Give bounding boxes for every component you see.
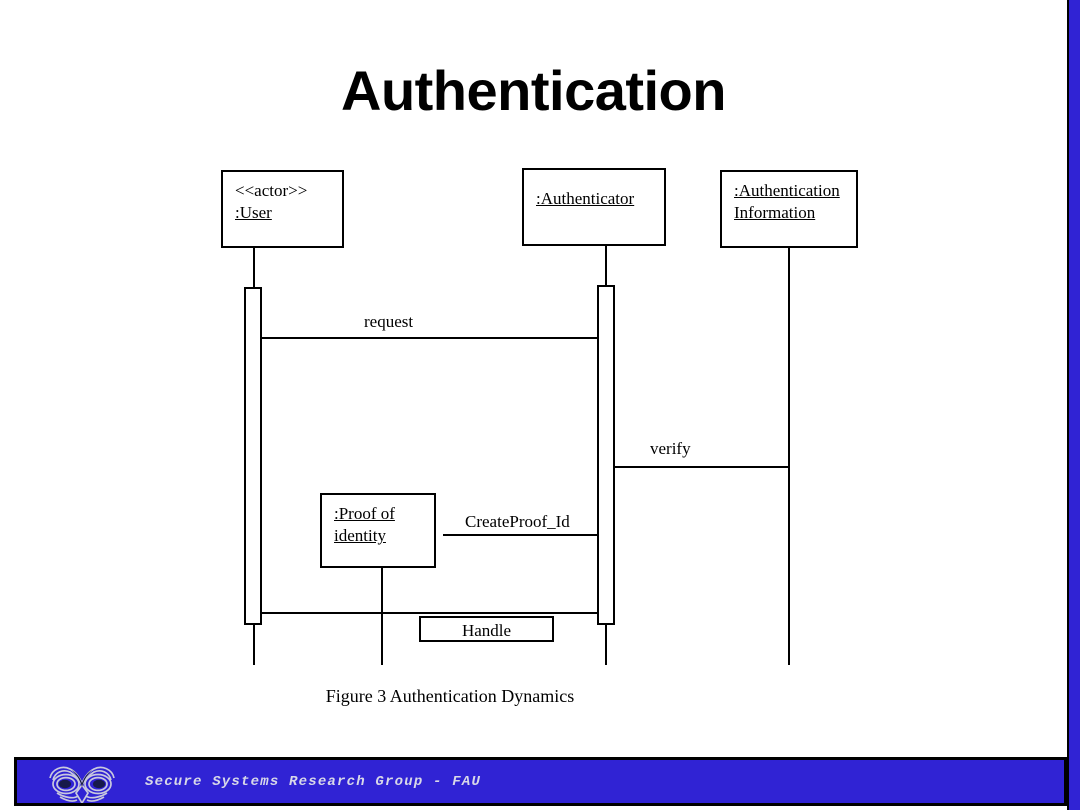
lifeline-proof-of-identity-name-line2: identity (334, 526, 386, 546)
lifeline-stem-user-top (253, 248, 255, 288)
lifeline-proof-of-identity-name-line1: :Proof of (334, 504, 395, 523)
owl-logo (49, 766, 115, 803)
activation-bar-user (244, 287, 262, 625)
lifeline-stem-user-bottom (253, 625, 255, 665)
lifeline-authenticator-name: :Authenticator (536, 189, 635, 208)
activation-bar-authenticator (597, 285, 615, 625)
lifeline-stem-authenticator-bottom (605, 625, 607, 665)
figure-caption: Figure 3 Authentication Dynamics (325, 686, 575, 706)
message-line-handle (262, 612, 597, 614)
lifeline-stem-proof-of-identity (381, 568, 383, 665)
message-label-box-handle[interactable]: Handle (419, 616, 554, 642)
lifeline-user-stereotype: <<actor>> (235, 181, 308, 200)
lifeline-user-name: :User (235, 203, 272, 223)
lifeline-box-user[interactable]: <<actor>> :User (221, 170, 344, 248)
lifeline-authentication-information-name-line2: Information (734, 203, 816, 223)
message-label-verify: verify (650, 439, 691, 458)
lifeline-box-authenticator[interactable]: :Authenticator (522, 168, 666, 246)
message-line-verify (615, 466, 788, 468)
message-line-createproof-id (443, 534, 597, 536)
message-label-handle: Handle (461, 621, 512, 640)
footer-text: Secure Systems Research Group - FAU (145, 774, 482, 790)
message-line-request (262, 337, 597, 339)
right-edge-accent-strip (1067, 0, 1080, 810)
lifeline-stem-authentication-information (788, 248, 790, 665)
message-label-createproof-id: CreateProof_Id (465, 512, 570, 531)
footer-bar: Secure Systems Research Group - FAU (14, 757, 1067, 806)
uml-sequence-diagram: <<actor>> :User :Authenticator :Authenti… (221, 168, 858, 706)
lifeline-box-authentication-information[interactable]: :Authentication Information (720, 170, 858, 248)
page-title: Authentication (341, 59, 726, 122)
lifeline-authentication-information-name-line1: :Authentication (734, 181, 840, 200)
lifeline-box-proof-of-identity[interactable]: :Proof of identity (320, 493, 436, 568)
lifeline-stem-authenticator-top (605, 246, 607, 286)
message-label-request: request (364, 312, 414, 331)
